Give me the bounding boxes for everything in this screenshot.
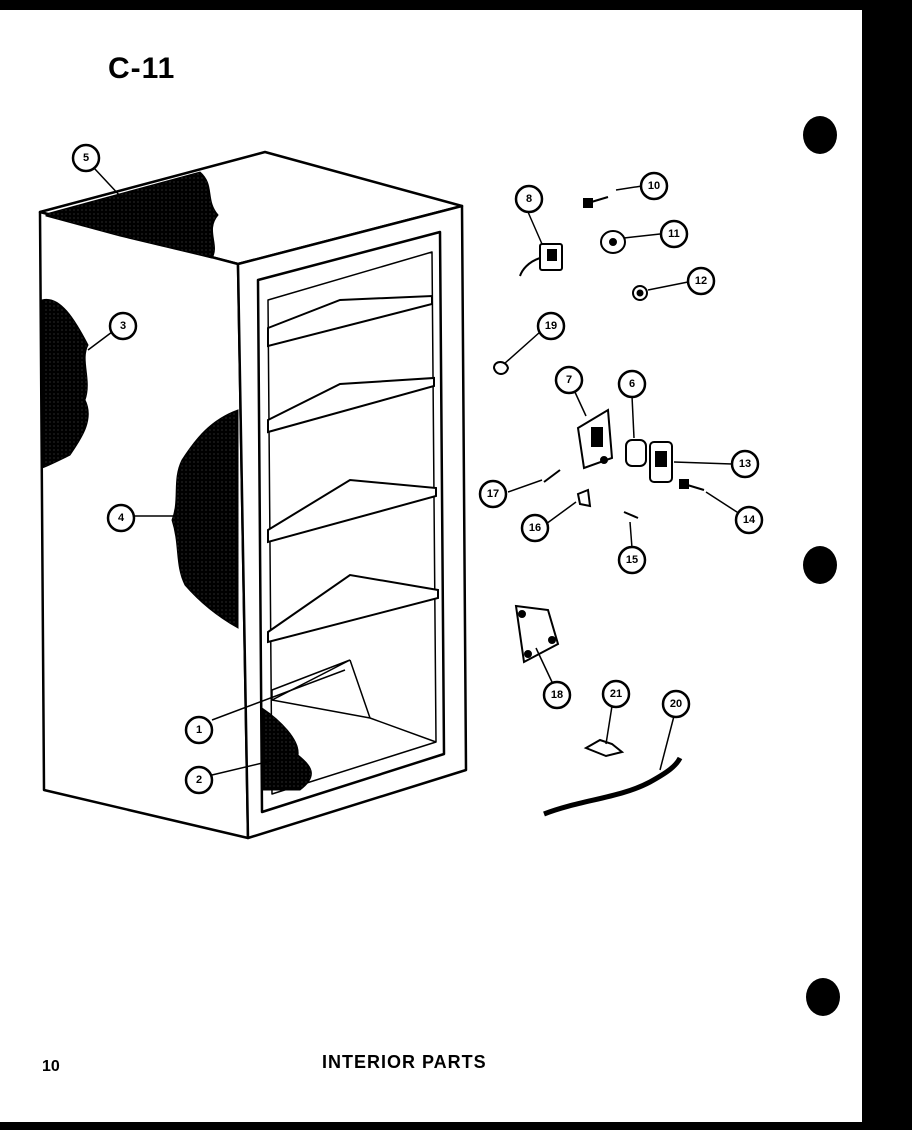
page-code: C-11 <box>108 52 176 85</box>
callout-20: 20 <box>670 698 682 710</box>
part-clip-21 <box>583 738 625 758</box>
side-insulation-upper <box>41 298 89 469</box>
top-insulation <box>45 171 219 259</box>
punch-hole-middle <box>803 546 837 584</box>
callout-13: 13 <box>739 458 751 470</box>
callout-5: 5 <box>83 152 89 164</box>
callout-17: 17 <box>487 488 499 500</box>
part-knob-11 <box>600 230 626 254</box>
bottom-insulation <box>261 707 312 791</box>
callout-11: 11 <box>668 228 680 240</box>
callout-6: 6 <box>629 378 635 390</box>
part-screw-14 <box>679 479 705 491</box>
part-gasket-20 <box>543 756 683 817</box>
callout-2: 2 <box>196 774 202 786</box>
part-screw-17 <box>543 469 561 483</box>
part-screw-15 <box>623 511 639 519</box>
part-hinge-plate-7 <box>576 408 614 470</box>
callout-18: 18 <box>551 689 563 701</box>
callout-14: 14 <box>743 514 756 526</box>
callout-1: 1 <box>196 724 202 736</box>
scan-border-right <box>862 0 912 1130</box>
punch-hole-top <box>803 116 837 154</box>
callout-7: 7 <box>566 374 572 386</box>
scan-border-top <box>0 0 912 10</box>
part-spacer-6 <box>625 439 647 467</box>
callout-15: 15 <box>626 554 638 566</box>
part-clip-19 <box>492 361 510 375</box>
callout-12: 12 <box>695 275 707 287</box>
callout-8: 8 <box>526 193 532 205</box>
part-hinge-13 <box>649 441 673 483</box>
diagram-title: INTERIOR PARTS <box>322 1052 487 1072</box>
callout-labels: 5 3 4 1 2 8 10 11 12 19 7 6 13 14 17 16 … <box>83 152 756 786</box>
callout-10: 10 <box>648 180 660 192</box>
insulation-cutaways <box>41 171 312 791</box>
page-number: 10 <box>42 1058 60 1075</box>
part-bracket-16 <box>576 488 592 508</box>
callout-4: 4 <box>118 512 125 524</box>
callout-21: 21 <box>610 688 622 700</box>
part-bottom-hinge-18 <box>514 604 560 664</box>
leader-lines <box>87 167 741 776</box>
part-screw-10 <box>583 196 609 208</box>
side-insulation-mid <box>171 409 239 629</box>
part-nut-12 <box>632 285 648 301</box>
callout-16: 16 <box>529 522 541 534</box>
part-thermostat-bracket <box>519 243 563 277</box>
scan-border-bottom <box>0 1122 912 1130</box>
callouts <box>71 143 764 795</box>
callout-3: 3 <box>120 320 126 332</box>
punch-hole-bottom <box>806 978 840 1016</box>
callout-19: 19 <box>545 320 557 332</box>
